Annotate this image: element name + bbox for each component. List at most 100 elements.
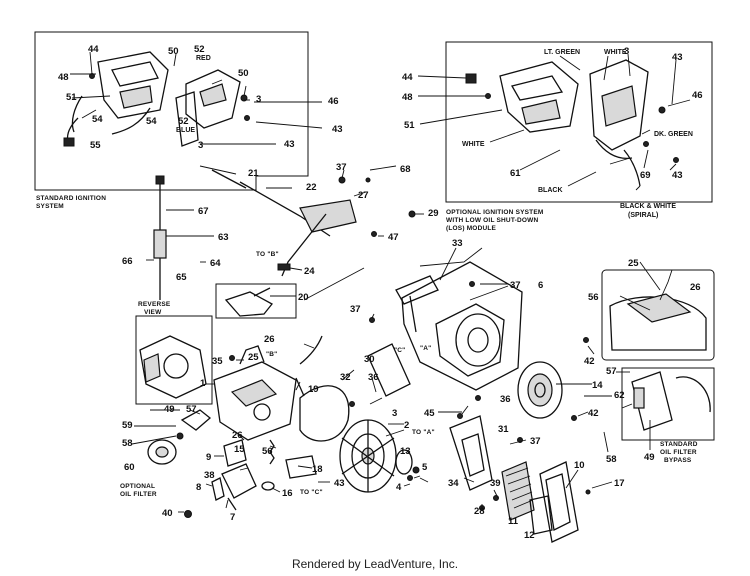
carburetor-1 bbox=[213, 345, 297, 441]
callout-69: 69 bbox=[640, 170, 651, 181]
callout-58-right: 58 bbox=[606, 454, 617, 465]
section-captions: STANDARD IGNITION SYSTEM OPTIONAL IGNITI… bbox=[36, 195, 698, 498]
flywheel-nut-4 bbox=[412, 466, 420, 474]
label-lt-green: LT. GREEN bbox=[544, 49, 580, 56]
exploded-engine-diagram: 44 48 50 52 51 54 54 55 50 3 52 3 46 43 … bbox=[34, 31, 715, 543]
label-black-white: BLACK & WHITE bbox=[620, 203, 676, 210]
callout-67: 67 bbox=[198, 206, 209, 217]
callout-46: 46 bbox=[328, 96, 339, 107]
caption-optional-ignition-2: WITH LOW OIL SHUT-DOWN bbox=[446, 217, 538, 224]
reverse-view-detail bbox=[224, 287, 273, 317]
callout-51: 51 bbox=[66, 92, 77, 103]
callout-20: 20 bbox=[298, 292, 309, 303]
callout-13: 13 bbox=[400, 446, 411, 457]
callout-37-upper: 37 bbox=[336, 162, 347, 173]
callout-22: 22 bbox=[306, 182, 317, 193]
callout-66: 66 bbox=[122, 256, 133, 267]
callout-9: 9 bbox=[206, 452, 211, 463]
callout-57-left: 57 bbox=[186, 404, 197, 415]
callout-32: 32 bbox=[340, 372, 351, 383]
gasket-8 bbox=[211, 477, 225, 501]
spring-56 bbox=[269, 439, 275, 465]
flywheel-2 bbox=[339, 419, 397, 493]
callout-59: 59 bbox=[122, 420, 133, 431]
muffler-31 bbox=[449, 415, 493, 491]
callout-5: 5 bbox=[422, 462, 428, 473]
caption-standard-filter-1: STANDARD bbox=[660, 441, 698, 448]
screw-42-upper bbox=[583, 337, 589, 343]
callout-57-right: 57 bbox=[606, 366, 617, 377]
spring-68 bbox=[365, 177, 371, 183]
oil-filter-bypass-detail bbox=[609, 269, 707, 351]
callout-50-right: 50 bbox=[238, 68, 249, 79]
mark-a: "A" bbox=[420, 345, 431, 352]
reverse-view-inset-frame bbox=[215, 283, 297, 319]
callout-68: 68 bbox=[400, 164, 411, 175]
mark-to-c: TO "C" bbox=[300, 489, 323, 496]
screw-69 bbox=[643, 141, 649, 147]
callout-39: 39 bbox=[490, 478, 501, 489]
callout-56-right: 56 bbox=[588, 292, 599, 303]
callout-44: 44 bbox=[88, 44, 99, 55]
callout-3-optional: 3 bbox=[624, 46, 629, 57]
governor-rod-67 bbox=[153, 175, 167, 300]
callout-35: 35 bbox=[212, 356, 223, 367]
leader-lines bbox=[70, 51, 691, 513]
screw-17 bbox=[585, 489, 591, 495]
caption-reverse-1: REVERSE bbox=[138, 301, 171, 308]
callout-10: 10 bbox=[574, 460, 585, 471]
label-dk-green: DK. GREEN bbox=[654, 131, 693, 138]
callout-28: 28 bbox=[474, 506, 485, 517]
callout-14: 14 bbox=[592, 380, 603, 391]
screw-48-optional bbox=[485, 93, 491, 99]
baffle-32 bbox=[299, 385, 350, 442]
reverse-view-carburetor bbox=[139, 335, 207, 399]
screw-47 bbox=[371, 231, 377, 237]
bracket-33 bbox=[395, 275, 439, 333]
callout-30: 30 bbox=[364, 354, 375, 365]
nut-37-center bbox=[369, 317, 375, 323]
mark-to-a: TO "A" bbox=[412, 429, 435, 436]
standard-ignition-coil bbox=[71, 51, 169, 135]
mark-c: "C" bbox=[394, 347, 405, 354]
callout-46-optional: 46 bbox=[692, 90, 703, 101]
fuel-line-26 bbox=[299, 335, 323, 365]
air-filter-11 bbox=[501, 461, 535, 521]
screw-45 bbox=[457, 413, 463, 419]
callout-43-optional-bottom: 43 bbox=[672, 170, 683, 181]
callout-26-right: 26 bbox=[690, 282, 701, 293]
air-cleaner-base-12 bbox=[529, 495, 553, 535]
caption-standard-ignition-2: SYSTEM bbox=[36, 203, 64, 210]
callout-26-left: 26 bbox=[264, 334, 275, 345]
callout-45: 45 bbox=[424, 408, 435, 419]
reverse-view-frame bbox=[135, 315, 213, 405]
starter-cup-13 bbox=[395, 449, 413, 475]
callout-29: 29 bbox=[428, 208, 439, 219]
callout-50: 50 bbox=[168, 46, 179, 57]
screw-35 bbox=[229, 355, 235, 361]
washer-5 bbox=[407, 475, 413, 481]
callout-48-optional: 48 bbox=[402, 92, 413, 103]
callout-31: 31 bbox=[498, 424, 509, 435]
label-black: BLACK bbox=[538, 187, 563, 194]
caption-reverse-2: VIEW bbox=[144, 309, 162, 316]
callout-26-lower: 26 bbox=[232, 430, 243, 441]
callout-3-lower: 3 bbox=[198, 140, 203, 151]
nipple-58 bbox=[176, 432, 184, 440]
screw-36-right bbox=[475, 395, 481, 401]
callout-48: 48 bbox=[58, 72, 69, 83]
standard-ignition-inset-frame bbox=[34, 31, 309, 191]
callout-6: 6 bbox=[538, 280, 543, 291]
oil-filter-bypass-inset-frame bbox=[601, 269, 715, 361]
callout-65: 65 bbox=[176, 272, 187, 283]
primer-bulb-15 bbox=[223, 439, 247, 467]
callout-62: 62 bbox=[614, 390, 625, 401]
callout-17: 17 bbox=[614, 478, 625, 489]
callout-25-left: 25 bbox=[248, 352, 259, 363]
caption-standard-ignition-1: STANDARD IGNITION bbox=[36, 195, 106, 202]
callout-37-top: 37 bbox=[510, 280, 521, 291]
label-white-top: WHITE bbox=[604, 49, 627, 56]
gasket-16 bbox=[261, 481, 275, 491]
caption-optional-ignition-3: (LOS) MODULE bbox=[446, 225, 497, 232]
